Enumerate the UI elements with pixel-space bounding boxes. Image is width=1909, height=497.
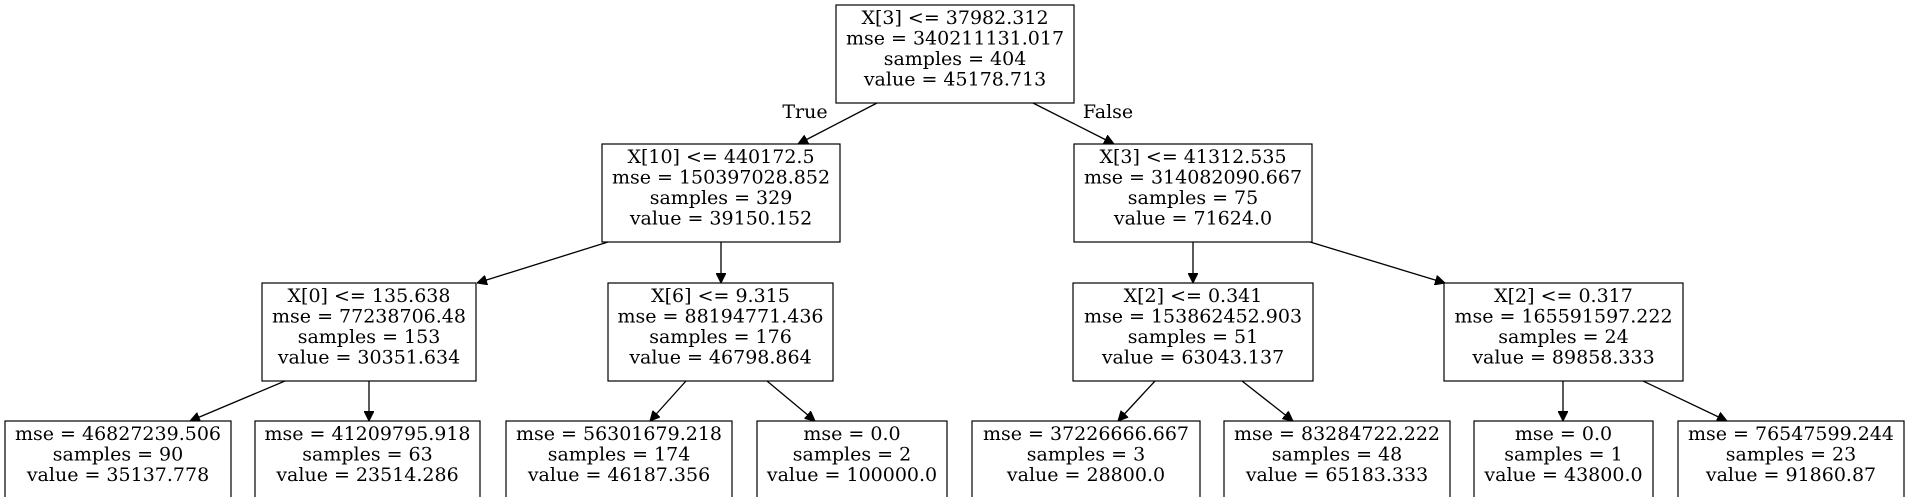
edge-label-true: True (782, 101, 827, 123)
node-text-line: mse = 0.0 (803, 423, 900, 445)
node-text-line: samples = 2 (793, 444, 911, 466)
node-text-line: value = 63043.137 (1101, 347, 1284, 369)
tree-edge-n2-n6 (1309, 241, 1445, 283)
node-text-line: samples = 75 (1128, 187, 1259, 209)
node-box (1223, 420, 1451, 497)
node-box (756, 420, 948, 497)
tree-edge-n5-n12 (1241, 380, 1293, 421)
node-text-line: X[6] <= 9.315 (651, 285, 790, 307)
node-text-line: mse = 37226666.667 (983, 423, 1189, 445)
node-box (1443, 282, 1684, 382)
node-text-line: samples = 90 (53, 444, 184, 466)
node-text-line: mse = 83284722.222 (1234, 423, 1440, 445)
node-box (1677, 420, 1905, 497)
tree-edge-n6-n14 (1642, 380, 1727, 421)
node-text-line: samples = 404 (884, 48, 1027, 70)
node-box (835, 4, 1075, 104)
node-box (1073, 143, 1313, 243)
node-text-line: mse = 314082090.667 (1084, 167, 1302, 189)
node-text-line: value = 71624.0 (1113, 208, 1272, 230)
node-text-line: X[10] <= 440172.5 (627, 146, 814, 168)
node-text-line: mse = 77238706.48 (272, 306, 466, 328)
tree-edge-n1-n3 (477, 241, 609, 283)
node-text-line: value = 35137.778 (26, 464, 209, 486)
node-text-line: samples = 23 (1726, 444, 1857, 466)
node-text-line: samples = 176 (649, 326, 792, 348)
node-text-line: X[2] <= 0.317 (1494, 285, 1633, 307)
node-box (4, 420, 232, 497)
node-text-line: mse = 150397028.852 (612, 167, 830, 189)
node-text-line: X[0] <= 135.638 (288, 285, 451, 307)
node-text-line: samples = 48 (1272, 444, 1403, 466)
node-text-line: value = 65183.333 (1245, 464, 1428, 486)
node-text-line: X[2] <= 0.341 (1124, 285, 1263, 307)
node-text-line: value = 100000.0 (766, 464, 937, 486)
node-text-line: mse = 165591597.222 (1454, 306, 1672, 328)
node-text-line: value = 30351.634 (277, 347, 460, 369)
node-text-line: samples = 153 (298, 326, 441, 348)
node-text-line: samples = 329 (650, 187, 793, 209)
node-text-line: mse = 88194771.436 (617, 306, 823, 328)
edges-layer: True False (190, 101, 1727, 421)
node-text-line: value = 46187.356 (527, 464, 710, 486)
tree-edge-n0-n2 (1032, 102, 1114, 145)
node-text-line: samples = 1 (1504, 444, 1622, 466)
node-text-line: samples = 51 (1128, 326, 1259, 348)
node-text-line: value = 45178.713 (863, 69, 1046, 91)
node-box (601, 143, 841, 243)
node-box (607, 282, 834, 382)
node-text-line: samples = 24 (1498, 326, 1629, 348)
node-box (971, 420, 1201, 497)
node-box (261, 282, 477, 382)
node-text-line: mse = 41209795.918 (264, 423, 470, 445)
node-text-line: mse = 56301679.218 (516, 423, 722, 445)
node-box (1072, 282, 1314, 382)
edge-label-false: False (1083, 101, 1133, 123)
node-text-line: value = 91860.87 (1705, 464, 1876, 486)
node-text-line: samples = 174 (548, 444, 691, 466)
node-box (254, 420, 481, 497)
node-text-line: mse = 153862452.903 (1084, 306, 1302, 328)
tree-edge-n4-n9 (650, 380, 687, 421)
node-text-line: samples = 3 (1027, 444, 1145, 466)
node-text-line: mse = 0.0 (1515, 423, 1612, 445)
tree-edge-n5-n11 (1118, 380, 1156, 421)
node-text-line: samples = 63 (302, 444, 433, 466)
node-box (505, 420, 733, 497)
node-text-line: value = 39150.152 (629, 208, 812, 230)
node-text-line: X[3] <= 41312.535 (1099, 146, 1286, 168)
node-text-line: mse = 340211131.017 (846, 28, 1064, 50)
node-text-line: X[3] <= 37982.312 (861, 7, 1048, 29)
node-text-line: mse = 46827239.506 (15, 423, 221, 445)
tree-edge-n4-n10 (766, 380, 815, 421)
tree-edge-n3-n7 (190, 380, 286, 421)
tree-edge-n0-n1 (798, 102, 878, 145)
node-text-line: value = 23514.286 (275, 464, 458, 486)
node-text-line: value = 46798.864 (628, 347, 811, 369)
node-text-line: value = 28800.0 (1006, 464, 1165, 486)
node-text-line: value = 43800.0 (1483, 464, 1642, 486)
node-box (1473, 420, 1654, 497)
node-text-line: value = 89858.333 (1471, 347, 1654, 369)
node-text-line: mse = 76547599.244 (1688, 423, 1894, 445)
